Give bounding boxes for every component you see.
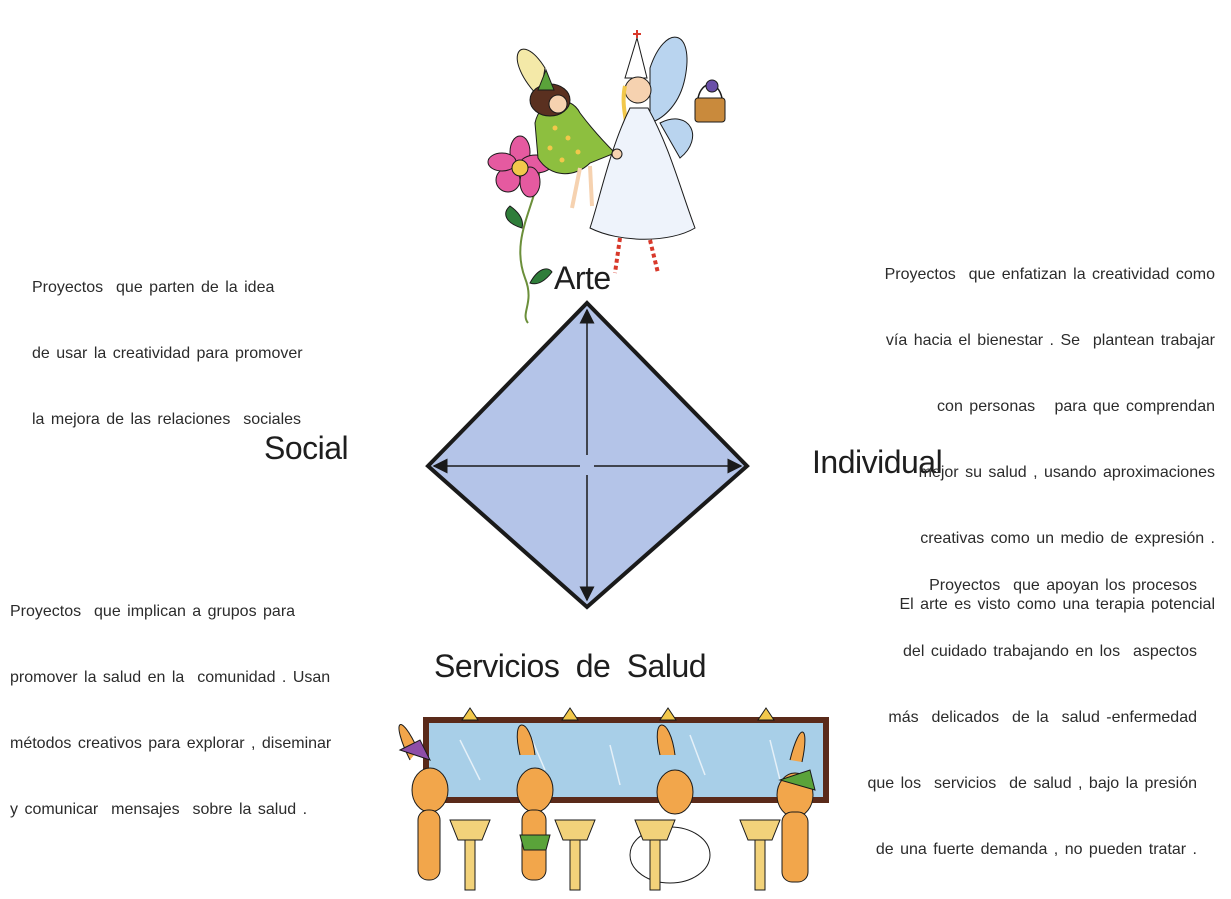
fairies-illustration: [487, 30, 726, 324]
text-line: promover la salud en la comunidad . Usan: [10, 669, 331, 686]
text-line: que los servicios de salud , bajo la pre…: [867, 775, 1197, 792]
text-line: Proyectos que apoyan los procesos: [929, 577, 1197, 594]
quadrant-text-bottom-right: Proyectos que apoyan los procesos del cu…: [867, 531, 1197, 899]
text-line: Proyectos que parten de la idea: [32, 279, 275, 296]
text-line: de una fuerte demanda , no pueden tratar…: [875, 841, 1197, 858]
text-line: la mejora de las relaciones sociales: [32, 411, 302, 428]
text-line: y comunicar mensajes sobre la salud .: [10, 801, 308, 818]
axis-label-servicios-de-salud: Servicios de Salud: [434, 648, 707, 684]
axis-label-social: Social: [264, 430, 349, 466]
text-line: con personas para que comprendan: [937, 398, 1215, 415]
quadrant-text-bottom-left: Proyectos que implican a grupos para pro…: [10, 557, 331, 865]
text-line: de usar la creatividad para promover: [32, 345, 303, 362]
text-line: El arte es visto como una terapia potenc…: [899, 596, 1216, 613]
quadrant-text-top-left: Proyectos que parten de la idea de usar …: [32, 233, 303, 475]
text-line: Proyectos que enfatizan la creatividad c…: [884, 266, 1215, 283]
bunnies-at-sinks-illustration: [398, 707, 829, 891]
quadrant-text-top-right: Proyectos que enfatizan la creatividad c…: [885, 220, 1215, 660]
text-line: del cuidado trabajando en los aspectos: [903, 643, 1197, 660]
text-line: más delicados de la salud -enfermedad: [888, 709, 1197, 726]
text-line: Proyectos que implican a grupos para: [10, 603, 296, 620]
axis-label-individual: Individual: [812, 444, 943, 480]
text-line: métodos creativos para explorar , disemi…: [10, 735, 332, 752]
text-line: mejor su salud , usando aproximaciones: [918, 464, 1215, 481]
text-line: creativas como un medio de expresión .: [920, 530, 1215, 547]
axis-label-arte: Arte: [554, 260, 611, 296]
text-line: vía hacia el bienestar . Se plantean tra…: [885, 332, 1215, 349]
